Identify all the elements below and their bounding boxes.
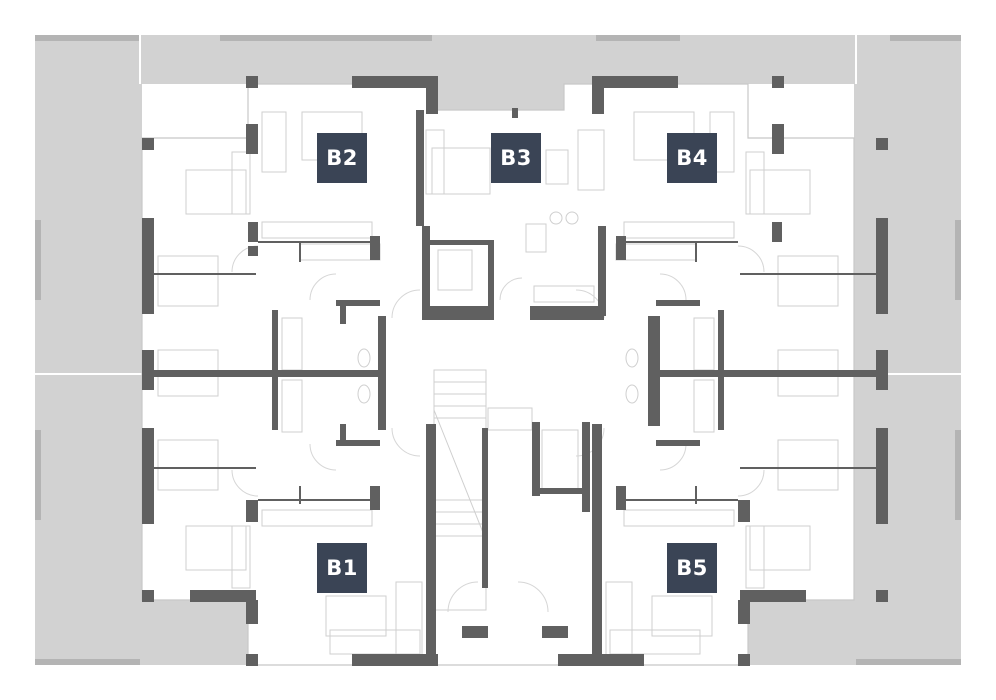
unit-label-b3[interactable]: B3 — [491, 133, 541, 183]
terrace-left — [35, 35, 432, 665]
terrace-top-center — [432, 35, 564, 110]
walls — [142, 76, 888, 666]
terraces — [35, 35, 961, 665]
partitions — [154, 241, 876, 504]
unit-label-b2[interactable]: B2 — [317, 133, 367, 183]
unit-label-b5[interactable]: B5 — [667, 543, 717, 593]
terrace-edges — [35, 35, 961, 665]
door-swings — [231, 245, 765, 613]
terrace-right — [564, 35, 961, 665]
unit-label-b1[interactable]: B1 — [317, 543, 367, 593]
unit-label-b4[interactable]: B4 — [667, 133, 717, 183]
